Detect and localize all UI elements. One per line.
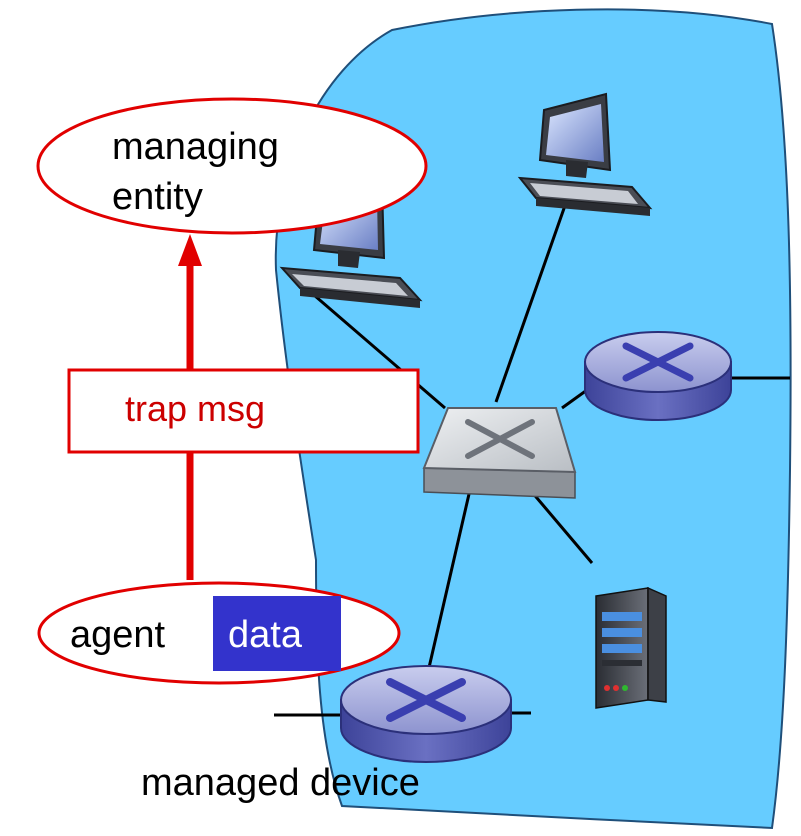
computer-top-icon — [517, 92, 653, 216]
data-label: data — [228, 614, 302, 656]
trap-message-box — [67, 368, 420, 454]
trap-message-label: trap msg — [125, 388, 266, 429]
trap-arrow-head — [178, 234, 202, 266]
server-icon — [595, 586, 667, 709]
managing-entity-label-line1: managing — [112, 126, 279, 168]
router-managed-device-icon — [340, 665, 512, 763]
switch-icon — [422, 407, 577, 499]
managing-entity-ellipse — [36, 97, 428, 235]
agent-label: agent — [70, 614, 166, 656]
managing-entity-label-line2: entity — [112, 176, 203, 218]
data-box — [213, 596, 341, 671]
managed-device-label: managed device — [141, 762, 420, 804]
router-right-icon — [584, 331, 732, 421]
